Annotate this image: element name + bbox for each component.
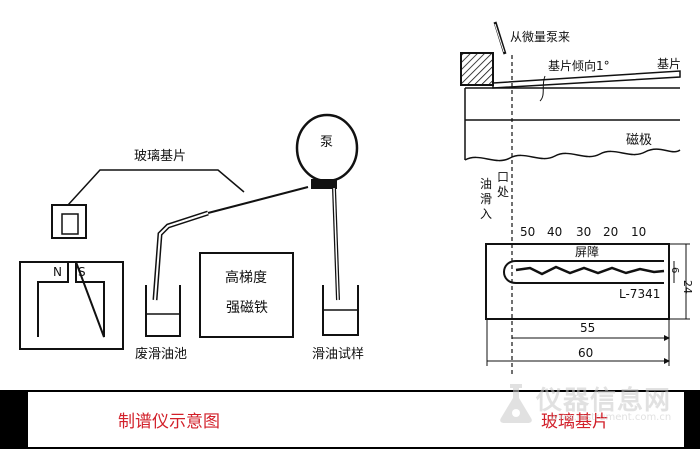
gradient-magnet-block xyxy=(199,252,294,338)
tilt-label: 基片倾向1° xyxy=(548,58,610,73)
magnet-body xyxy=(19,261,124,350)
caption-panel xyxy=(28,392,684,447)
scale-20: 20 xyxy=(603,225,618,239)
outlet-label: 口 处 xyxy=(497,170,513,199)
pole-label: 磁极 xyxy=(626,133,652,148)
pole-n: N xyxy=(53,265,62,279)
scale-40: 40 xyxy=(547,225,562,239)
caption-right: 玻璃基片 xyxy=(541,412,609,432)
oil-inlet-char-1: 油 xyxy=(480,177,492,191)
sample-label: 滑油试样 xyxy=(312,347,364,362)
dim-60: 60 xyxy=(578,346,593,360)
magnet-label-2: 强磁铁 xyxy=(226,300,268,316)
oil-inlet-label: 油 滑 入 xyxy=(480,177,496,221)
barrier-ushape xyxy=(503,260,664,284)
from-pump-label: 从微量泵来 xyxy=(510,30,570,44)
waste-tube-inner xyxy=(154,212,209,301)
pole-break xyxy=(464,148,681,162)
substrate-label: 基片 xyxy=(657,57,681,71)
waste-beaker xyxy=(145,285,181,337)
oil-inlet-char-2: 滑 xyxy=(480,192,492,206)
watermark-text: 仪器信息网 xyxy=(536,386,672,416)
pole-block xyxy=(464,87,680,160)
substrate-detail: 从微量泵来 基片倾向1° 基片 磁极 油 滑 入 口 处 50 40 30 20… xyxy=(460,21,694,375)
watermark-logo-icon xyxy=(500,384,532,423)
deposit-band xyxy=(515,265,665,276)
waste-label: 废滑油池 xyxy=(135,346,187,362)
magnet-cavity xyxy=(37,261,105,338)
caption-left: 制谱仪示意图 xyxy=(118,412,220,432)
tilt-arrow xyxy=(539,75,546,102)
barrier-label: 屏障 xyxy=(575,244,599,259)
magnet-label-1: 高梯度 xyxy=(225,269,267,286)
dim-24: 24 xyxy=(681,280,694,294)
part-number: L-7341 xyxy=(619,287,660,301)
scale-30: 30 xyxy=(576,225,591,239)
feed-needle-inner xyxy=(494,23,505,53)
glass-slide-line xyxy=(207,186,309,214)
outlet-char-1: 口 xyxy=(497,170,509,184)
scale-labels: 50 40 30 20 10 xyxy=(520,225,646,239)
watermark: 仪器信息网 www.instrument.com.cn xyxy=(496,378,686,428)
slide-top-view xyxy=(485,243,670,320)
scale-10: 10 xyxy=(631,225,646,239)
watermark-url: www.instrument.com.cn xyxy=(550,412,672,423)
scale-50: 50 xyxy=(520,225,535,239)
pump-label: 泵 xyxy=(320,135,333,150)
glass-slide-label: 玻璃基片 xyxy=(134,149,186,164)
slide-holder-box xyxy=(51,204,87,239)
glass-slide-leader-left xyxy=(67,169,245,206)
sample-beaker xyxy=(322,285,359,336)
slide-holder-inner xyxy=(61,213,79,235)
dim-55: 55 xyxy=(580,321,595,335)
oil-inlet-char-3: 入 xyxy=(480,207,492,221)
ferrograph-schematic: 玻璃基片 N S 泵 废滑油池 高梯度 强磁铁 滑油试样 xyxy=(19,113,364,362)
substrate-slide xyxy=(492,70,681,89)
sample-tube-inner xyxy=(333,187,339,301)
pump-base xyxy=(311,179,337,189)
substrate-holder xyxy=(460,52,494,86)
dim-6: 6 xyxy=(669,267,680,273)
pole-s: S xyxy=(78,265,86,279)
outlet-char-2: 处 xyxy=(497,185,509,199)
